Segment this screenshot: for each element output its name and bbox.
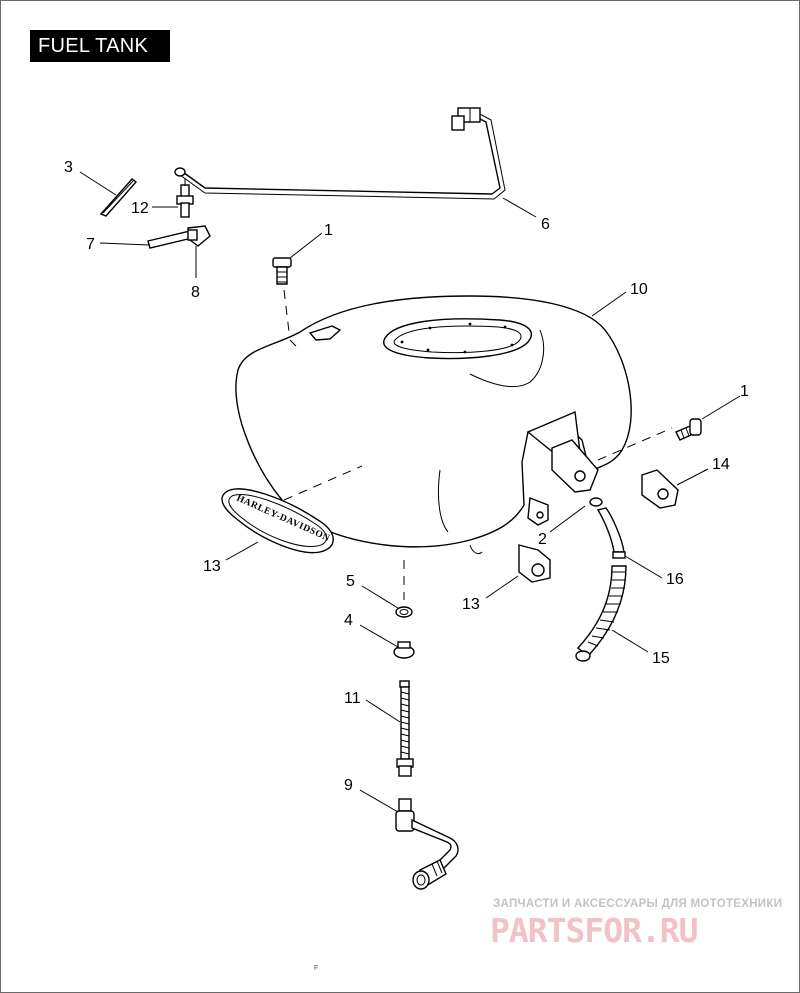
callout-1-top: 1 <box>324 222 333 239</box>
vent-hose <box>147 225 211 249</box>
callout-6: 6 <box>541 216 550 233</box>
callout-15: 15 <box>652 650 670 667</box>
page-title: FUEL TANK <box>30 30 170 62</box>
callout-7: 7 <box>86 236 95 253</box>
vent-elbow-fitting <box>451 107 481 131</box>
callout-16: 16 <box>666 571 684 588</box>
callout-14: 14 <box>712 456 730 473</box>
fuel-line <box>396 680 414 777</box>
rollover-valve <box>176 178 194 218</box>
footer-mark: F <box>314 965 319 972</box>
corrugated-conduit <box>575 565 627 662</box>
callout-12: 12 <box>131 200 149 217</box>
callout-4: 4 <box>344 612 353 629</box>
callout-labels: 3 12 7 8 1 6 10 1 14 2 13 16 13 5 4 15 1… <box>64 159 749 794</box>
quick-connect-fitting <box>395 798 459 890</box>
screw-right <box>675 418 702 441</box>
hose-clamp <box>393 641 415 659</box>
leader-lines <box>79 171 741 813</box>
watermark-logo: PARTSFOR.RU <box>490 911 699 950</box>
short-hose <box>589 497 626 559</box>
washer <box>395 606 413 618</box>
callout-13-plate: 13 <box>462 596 480 613</box>
callout-5: 5 <box>346 573 355 590</box>
watermark-caption: ЗАПЧАСТИ И АКСЕССУАРЫ ДЛЯ МОТОТЕХНИКИ <box>493 898 783 910</box>
vent-tube <box>174 107 506 200</box>
callout-1-right: 1 <box>740 383 749 400</box>
callout-10: 10 <box>630 281 648 298</box>
callout-13-badge: 13 <box>203 558 221 575</box>
mount-plate-right <box>641 469 679 509</box>
callout-9: 9 <box>344 777 353 794</box>
callout-8: 8 <box>191 284 200 301</box>
callout-3: 3 <box>64 159 73 176</box>
fuel-tank <box>235 295 632 555</box>
cotter-pin <box>99 178 138 217</box>
callout-2: 2 <box>538 531 547 548</box>
mount-plate-lower <box>518 544 551 583</box>
screw-top <box>272 257 292 285</box>
callout-11: 11 <box>344 690 361 707</box>
